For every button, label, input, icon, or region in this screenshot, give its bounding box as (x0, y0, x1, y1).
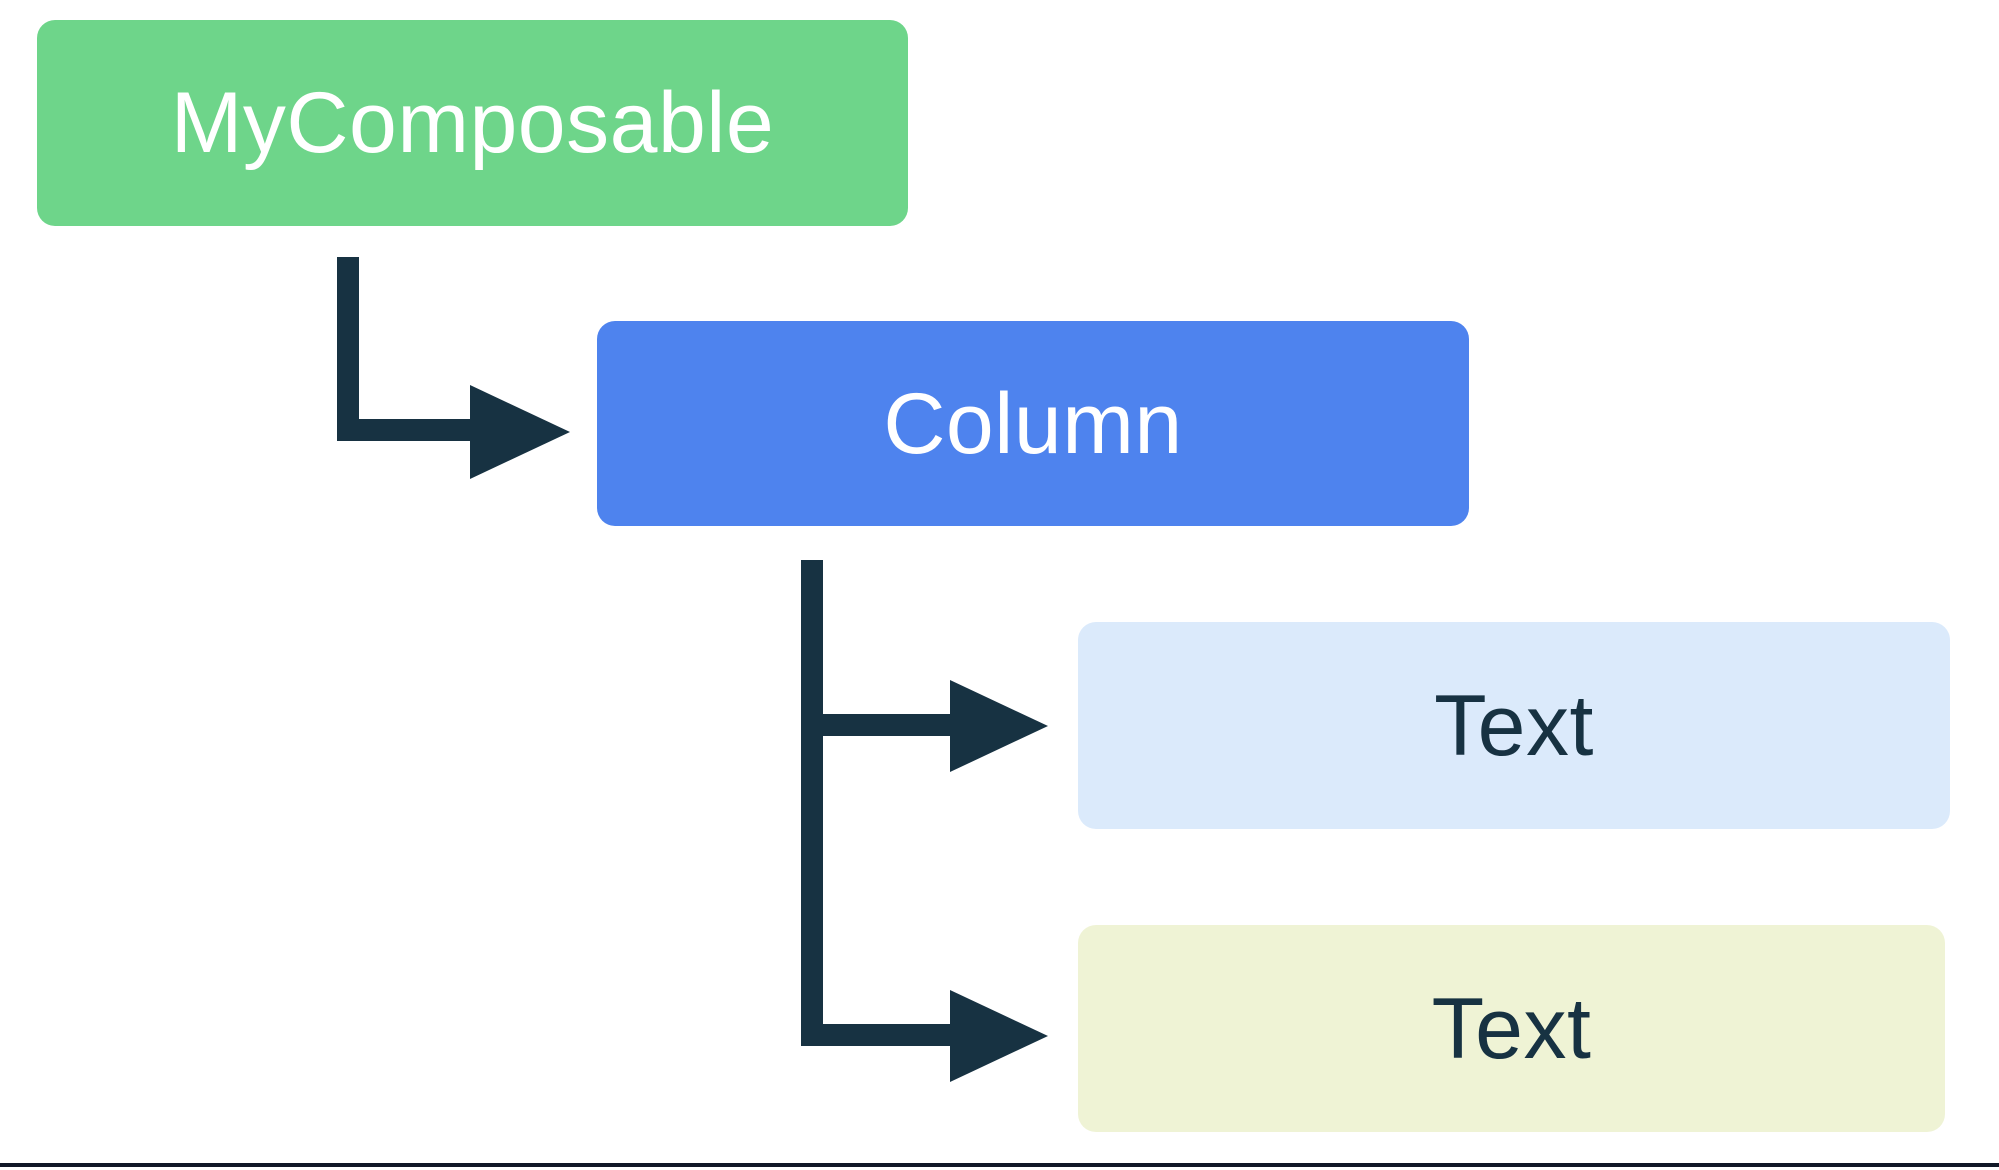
arrowhead-icon (950, 990, 1048, 1082)
edge-column-to-text-1 (801, 560, 1048, 772)
node-text-first-label: Text (1434, 677, 1594, 774)
node-text-second-label: Text (1431, 980, 1592, 1077)
node-my-composable-label: MyComposable (170, 75, 775, 171)
node-text-first[interactable]: Text (1078, 622, 1950, 829)
arrowhead-icon (470, 385, 570, 479)
arrowhead-icon (950, 680, 1048, 772)
node-text-second[interactable]: Text (1078, 925, 1945, 1132)
node-my-composable[interactable]: MyComposable (37, 20, 908, 226)
edge-column-to-text-2 (801, 725, 1048, 1082)
bottom-divider (0, 1163, 1999, 1167)
node-column-label: Column (883, 375, 1183, 472)
node-column[interactable]: Column (597, 321, 1469, 526)
edge-root-to-column (337, 257, 570, 479)
